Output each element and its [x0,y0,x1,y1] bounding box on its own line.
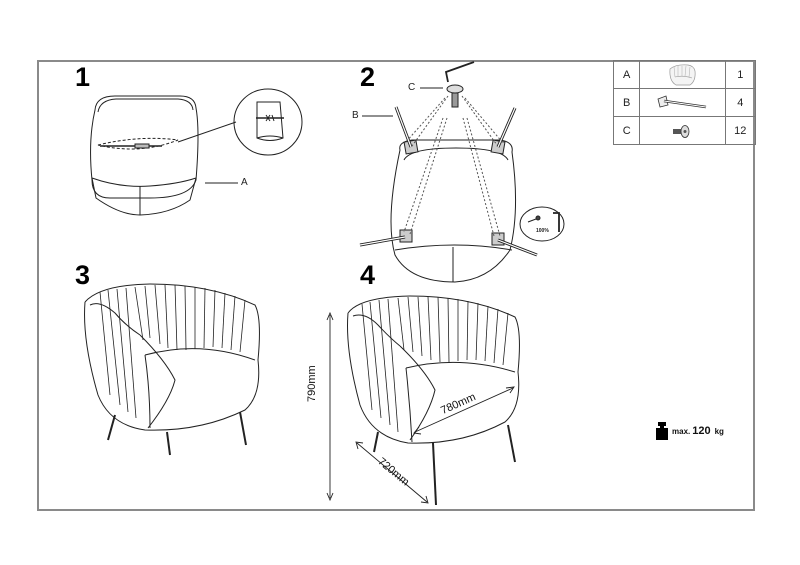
max-load-badge: max. 120 kg [655,422,724,440]
step-1-number: 1 [75,62,91,92]
max-load-unit: kg [714,426,724,436]
part-letter: B [612,88,641,117]
callout-b-label: B [352,110,359,121]
callout-a-label: A [241,177,248,188]
screw-bolt-icon [639,116,726,145]
armchair-icon [639,60,726,89]
max-load-prefix: max. [672,426,691,436]
step-2-number: 2 [360,62,376,92]
parts-row-b: B 4 [612,88,757,117]
callout-c-label: C [408,82,416,93]
parts-row-a: A 1 [612,60,757,89]
part-letter: A [612,60,641,89]
step-4-number: 4 [360,260,376,290]
instruction-sheet-frame [37,60,755,511]
dimension-height: 790mm [306,365,318,402]
part-qty: 12 [724,116,757,145]
weight-icon [656,422,668,440]
part-letter: C [612,116,641,145]
part-qty: 1 [724,60,757,89]
parts-table: A 1 B 4 C 12 [612,60,757,145]
part-qty: 4 [724,88,757,117]
max-load-value: 120 [692,425,711,437]
torque-note: 100% [536,228,549,234]
step-3-number: 3 [75,260,91,290]
parts-row-c: C 12 [612,116,757,145]
leg-with-plate-icon [639,88,726,117]
